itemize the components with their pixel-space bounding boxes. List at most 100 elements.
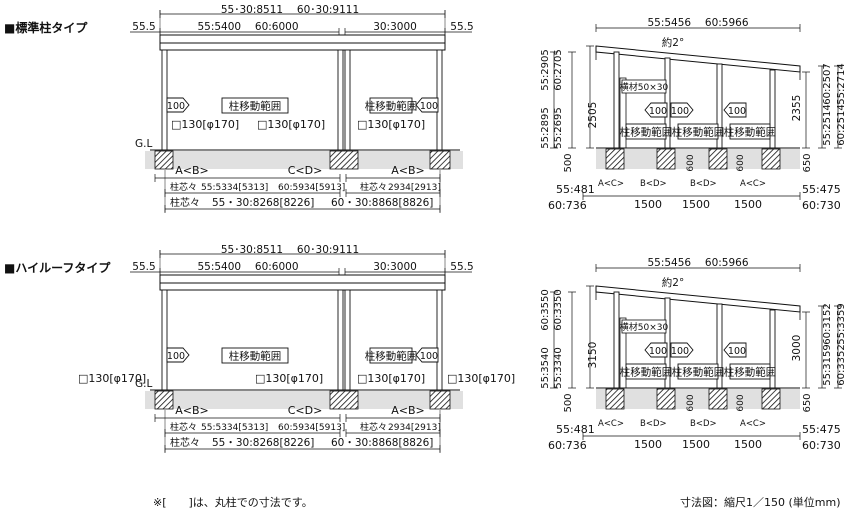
foundation-label: 600 [736,154,746,171]
move-range-box-right [369,97,413,114]
side-move-range-box [729,363,771,380]
bottom-left-label: 60:736 [548,439,587,452]
foundation [708,388,728,410]
post [161,289,168,391]
cut-label: B<D> [640,179,667,189]
height-mid-label: 3150 [587,342,599,369]
section-b-label: A<B> [391,164,425,177]
move-range-label: 柱移動範囲 [724,126,777,139]
hundred-label: 100 [671,346,689,357]
pitch-label: 柱芯々 [170,181,197,193]
bay2-label: 30:3000 [373,21,417,33]
hundred-arrow-icon [415,97,439,113]
post-size-label: □130[φ170] [171,118,239,131]
side-move-range-box [625,363,667,380]
post [344,49,351,151]
roof-panel [595,45,801,73]
total-width-label: 55･30:8511 60･30:9111 [221,244,359,256]
bottom-left-label: 55:481 [556,423,595,436]
foundation-label: 600 [686,394,696,411]
roof-frame [159,42,446,51]
height-label: 55:2695 [553,107,564,149]
height-mid-label: 3000 [791,335,803,362]
beam-box [621,319,667,334]
foundation-label: 650 [802,393,813,412]
section-a-label: A<B> [175,404,209,417]
height-label: 60:3152 [822,303,833,345]
section-title-highroof: ■ハイルーフタイプ [4,261,111,275]
post [344,289,351,391]
pitch-c-label: 60:5934[5913] [278,183,345,193]
height-label: 60:2705 [553,49,564,91]
edge-label-right: 55.5 [450,21,473,33]
foundation [429,390,451,410]
foundation [605,148,625,170]
post-size-label: □130[φ170] [357,372,425,385]
post [337,289,344,391]
height-label: 55:3340 [553,347,564,389]
section-title-standard: ■標準柱タイプ [4,21,88,35]
post-size-label: □130[φ170] [78,372,146,385]
angle-label: 約2° [662,276,684,289]
move-range-label: 柱移動範囲 [365,100,418,113]
foundation [329,390,359,410]
side-top-label: 55:5456 60:5966 [647,257,748,269]
pitch-b-label: 2934[2913] [388,183,441,193]
move-range-label: 柱移動範囲 [672,126,725,139]
bottom-right-label: 60:730 [802,199,841,212]
move-range-box-left [221,347,289,364]
ground-fill [145,391,463,409]
roof-panel [159,274,446,284]
hundred-arrow-icon [644,342,668,358]
roof-frame [159,282,446,291]
foundation [656,388,676,410]
section-b-label: A<B> [391,404,425,417]
bay2-label: 30:3000 [373,261,417,273]
section-c-label: C<D> [288,404,323,417]
bottom-right-label: 55:475 [802,183,841,196]
beam-label: 横材50×30 [620,321,669,333]
hundred-label: 100 [167,351,185,362]
foundation [761,388,781,410]
roof-panel [159,34,446,44]
foundation [761,148,781,170]
foundation [329,150,359,170]
side-move-range-box [677,363,719,380]
post-size-label: □130[φ170] [447,372,515,385]
ground-fill [596,389,800,409]
section-c-label: C<D> [288,164,323,177]
bottom-mid-label: 1500 [682,438,710,451]
hundred-arrow-icon [166,97,190,113]
move-range-label: 柱移動範囲 [724,366,777,379]
bottom-right-label: 55:475 [802,423,841,436]
side-top-label: 55:5456 60:5966 [647,17,748,29]
cut-label: B<D> [640,419,667,429]
angle-label: 約2° [662,36,684,49]
height-label: 55:3359 [836,303,847,345]
cut-label: A<C> [598,179,624,189]
bottom-left-label: 60:736 [548,199,587,212]
pitch-c-label: 60:5934[5913] [278,423,345,433]
pitch-a-label: 55:5334[5313] [201,423,268,433]
height-label: 55:2514 [822,104,833,146]
pitch-total-left: 55・30:8268[8226] [212,437,314,449]
bottom-mid-label: 1500 [634,438,662,451]
bottom-mid-label: 1500 [682,198,710,211]
foundation [605,388,625,410]
bottom-left-label: 55:481 [556,183,595,196]
post [613,291,620,389]
section-a-label: A<B> [175,164,209,177]
height-label: 55:3159 [822,344,833,386]
bottom-mid-label: 1500 [734,438,762,451]
total-width-label: 55･30:8511 60･30:9111 [221,4,359,16]
foundation-label: 600 [686,154,696,171]
post-size-label: □130[φ170] [255,372,323,385]
hundred-arrow-icon [723,102,747,118]
hundred-arrow-icon [166,347,190,363]
pitch-b-label: 2934[2913] [388,423,441,433]
post [161,49,168,151]
hundred-arrow-icon [415,347,439,363]
pitch-label: 柱芯々 [170,421,197,433]
pitch-label: 柱芯々 [170,196,200,209]
hundred-arrow-icon [670,342,694,358]
